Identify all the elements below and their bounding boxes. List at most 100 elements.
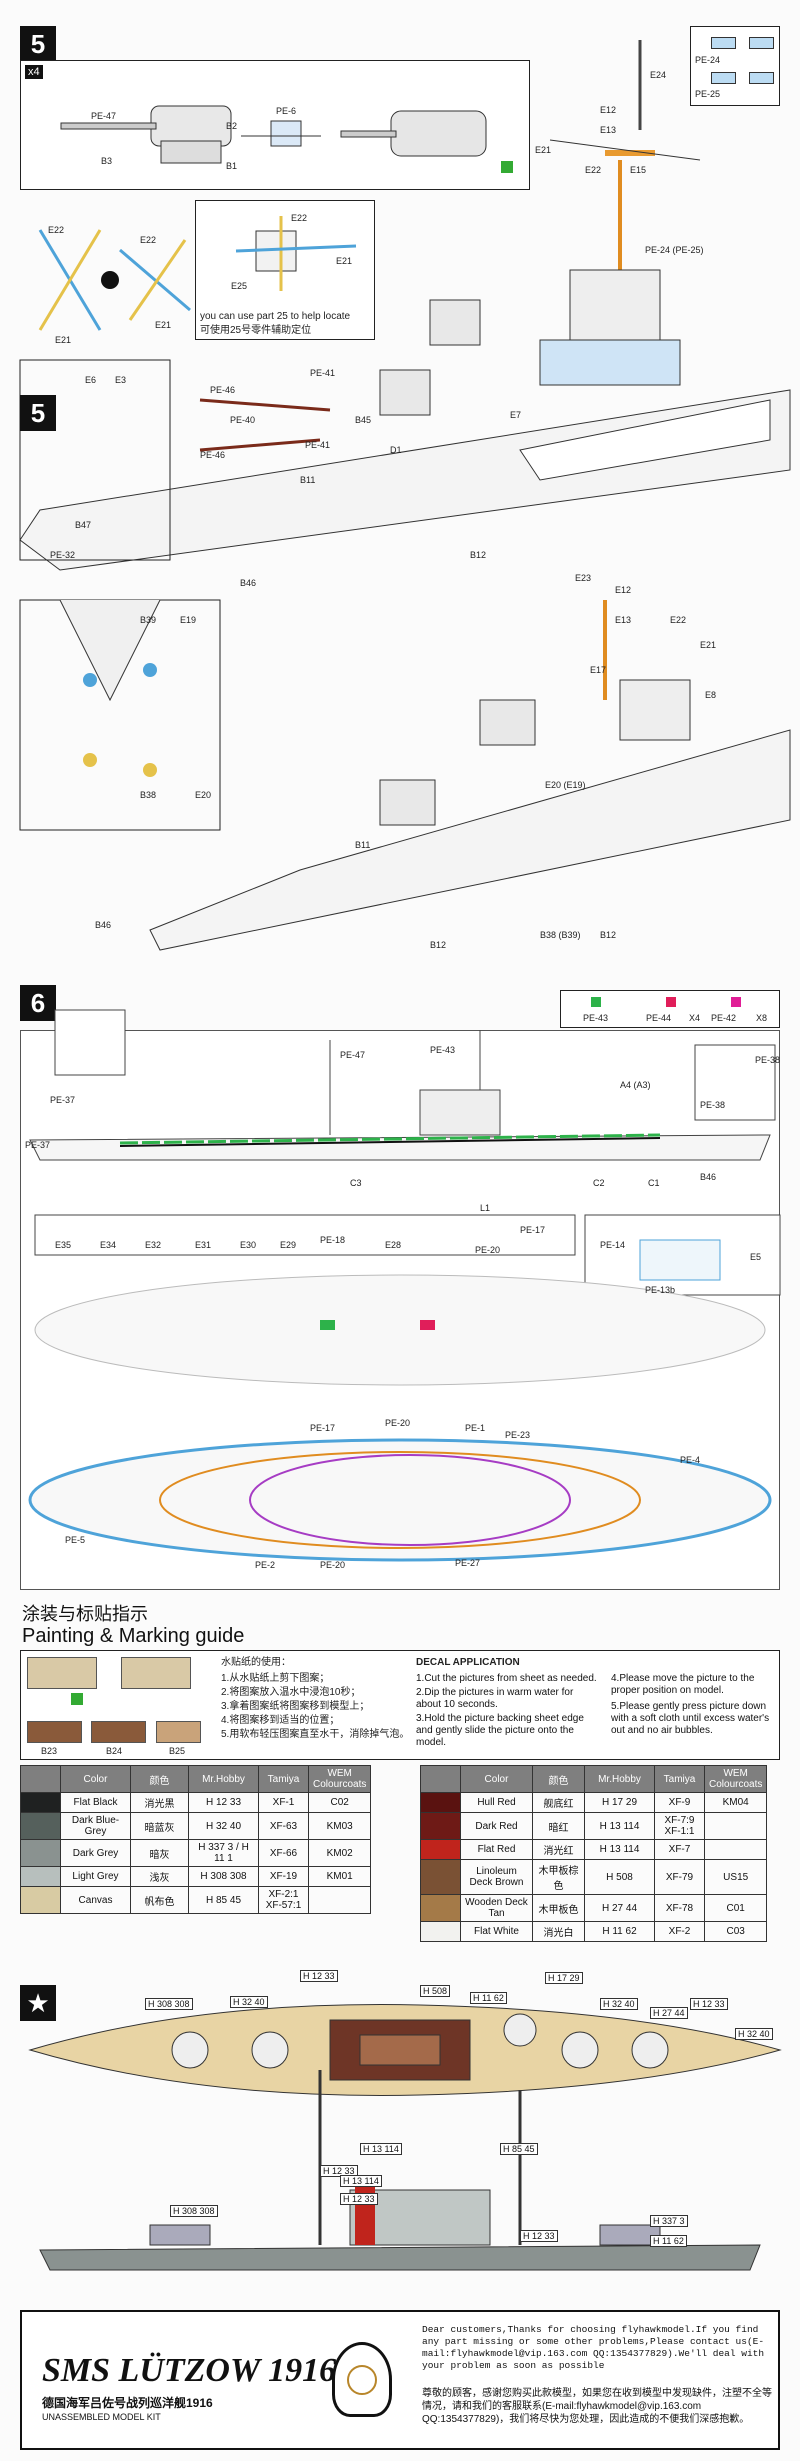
color-swatch: [420, 1921, 461, 1942]
s6-label-16: E29: [280, 1240, 297, 1250]
decal-en-3: 3.Hold the picture backing sheet edge an…: [416, 1713, 584, 1748]
color-name-cn: 暗灰: [130, 1839, 189, 1867]
s6-label-27: PE-20: [385, 1418, 411, 1428]
tamiya-code: XF-79: [654, 1859, 705, 1895]
label-b1: B1: [226, 161, 238, 171]
step-5-number: 5: [20, 26, 56, 62]
lower-label-1: E23: [575, 573, 592, 583]
hint-panel: E22 E21 E25 you can use part 25 to help …: [195, 200, 375, 340]
th-color: Color: [460, 1765, 533, 1793]
th-tamiya: Tamiya: [258, 1765, 309, 1793]
s6-label-23: PE-14: [600, 1240, 626, 1250]
kit-title: SMS LÜTZOW 1916: [42, 2352, 337, 2389]
color-swatch: [20, 1839, 61, 1867]
lower-label-12: B11: [355, 840, 371, 850]
multiplier-badge: x4: [25, 65, 43, 79]
paint-code-label: H 308 308: [145, 1998, 193, 2010]
legend-pe42: PE-42: [711, 1013, 737, 1023]
thumb-b25: B25: [169, 1746, 186, 1756]
color-name-cn: 舰底红: [532, 1792, 585, 1813]
lower-label-7: E8: [705, 690, 717, 700]
lower-label-17: B12: [600, 930, 617, 940]
hull-label-13: B12: [470, 550, 487, 560]
mr-hobby-code: H 13 114: [584, 1839, 655, 1860]
mr-hobby-code: H 27 44: [584, 1894, 655, 1922]
color-name-cn: 消光黑: [130, 1792, 189, 1813]
star-icon: ★: [20, 1985, 56, 2021]
green-marker: [501, 161, 513, 173]
hull-label-5: E6: [85, 375, 97, 385]
contact-message-en: Dear customers,Thanks for choosing flyha…: [422, 2324, 765, 2371]
paint-code-label: H 12 33: [300, 1970, 338, 1982]
s6-label-33: PE-20: [320, 1560, 346, 1570]
lower-label-4: E22: [670, 615, 687, 625]
wem-code: [703, 1812, 768, 1840]
s6-label-26: PE-17: [310, 1423, 336, 1433]
lower-label-9: E19: [180, 615, 197, 625]
s6-label-24: PE-13b: [645, 1285, 676, 1295]
hint-label-e21: E21: [336, 256, 353, 266]
s6-label-28: PE-1: [465, 1423, 486, 1433]
th-hobby: Mr.Hobby: [188, 1765, 259, 1793]
color-name: Wooden Deck Tan: [460, 1894, 533, 1922]
turret-subassembly-panel: x4 PE-47 B2 B3 B1 PE-6: [20, 60, 530, 190]
color-swatch: [20, 1886, 61, 1914]
color-name: Dark Grey: [60, 1839, 131, 1867]
paint-code-label: H 12 33: [320, 2165, 358, 2177]
paint-code-label: H 27 44: [650, 2007, 688, 2019]
hull-label-9: B11: [300, 475, 316, 485]
color-name: Canvas: [60, 1886, 131, 1914]
color-name-cn: 帆布色: [130, 1886, 189, 1914]
color-name-cn: 木甲板棕色: [532, 1859, 585, 1895]
mr-hobby-code: H 13 114: [584, 1812, 655, 1840]
pe-24-25-panel: PE-24 PE-25: [690, 26, 780, 106]
swatch-header: [20, 1765, 61, 1793]
tamiya-code: XF-9: [654, 1792, 705, 1813]
lower-label-3: E13: [615, 615, 632, 625]
label-b2: B2: [226, 121, 238, 131]
color-name: Flat White: [460, 1921, 533, 1942]
s6-label-5: PE-38: [755, 1055, 781, 1065]
mr-hobby-code: H 337 3 / H 11 1: [188, 1839, 259, 1867]
label-pe24: PE-24: [695, 55, 721, 65]
lower-label-6: E17: [590, 665, 607, 675]
decal-cn-5: 5.用软布轻压图案直至水干，消除掉气泡。: [221, 1729, 410, 1740]
paint-table-right-wrap: Color 颜色 Mr.Hobby Tamiya WEM Colourcoats…: [420, 1765, 768, 1942]
th-wem: WEM Colourcoats: [307, 1765, 372, 1793]
paint-code-label: H 308 308: [170, 2205, 218, 2217]
cross-label-e22-b: E22: [140, 235, 157, 245]
hull-label-14: D1: [390, 445, 402, 455]
color-swatch: [420, 1894, 461, 1922]
legend-pe42-mult: X8: [756, 1013, 768, 1023]
paint-table-left-wrap: Color 颜色 Mr.Hobby Tamiya WEM Colourcoats…: [20, 1765, 372, 1914]
wem-code: US15: [703, 1859, 768, 1895]
tamiya-code: XF-78: [654, 1894, 705, 1922]
color-name: Flat Red: [460, 1839, 533, 1860]
wem-code: C01: [703, 1894, 768, 1922]
cross-label-e21-a: E21: [55, 335, 72, 345]
color-name: Hull Red: [460, 1792, 533, 1813]
paint-code-label: H 11 62: [650, 2235, 687, 2247]
color-name-cn: 消光白: [532, 1921, 585, 1942]
turret-drawing: [60, 105, 487, 164]
paint-table-left: Color 颜色 Mr.Hobby Tamiya WEM Colourcoats…: [20, 1765, 372, 1914]
s6-label-9: C2: [593, 1178, 605, 1188]
lower-label-11: E20: [195, 790, 212, 800]
hull-label-4: B45: [355, 415, 372, 425]
tamiya-code: XF-19: [258, 1866, 309, 1887]
decal-en-5: 5.Please gently press picture down with …: [611, 1701, 770, 1736]
guide-title-en: Painting & Marking guide: [22, 1625, 245, 1647]
hint-label-e25: E25: [231, 281, 248, 291]
swatch-header: [420, 1765, 461, 1793]
tamiya-code: XF-7:9 XF-1:1: [654, 1812, 705, 1840]
hull-label-8: PE-24 (PE-25): [645, 245, 704, 255]
wem-code: KM04: [703, 1792, 768, 1813]
label-b3: B3: [101, 156, 113, 166]
lower-label-15: B12: [430, 940, 447, 950]
contact-message-cn: 尊敬的顾客，感谢您购买此款模型，如果您在收到模型中发现缺件，注塑不全等情况，请和…: [422, 2388, 772, 2425]
label-e15: E15: [630, 165, 647, 175]
hull-label-10: B47: [75, 520, 92, 530]
